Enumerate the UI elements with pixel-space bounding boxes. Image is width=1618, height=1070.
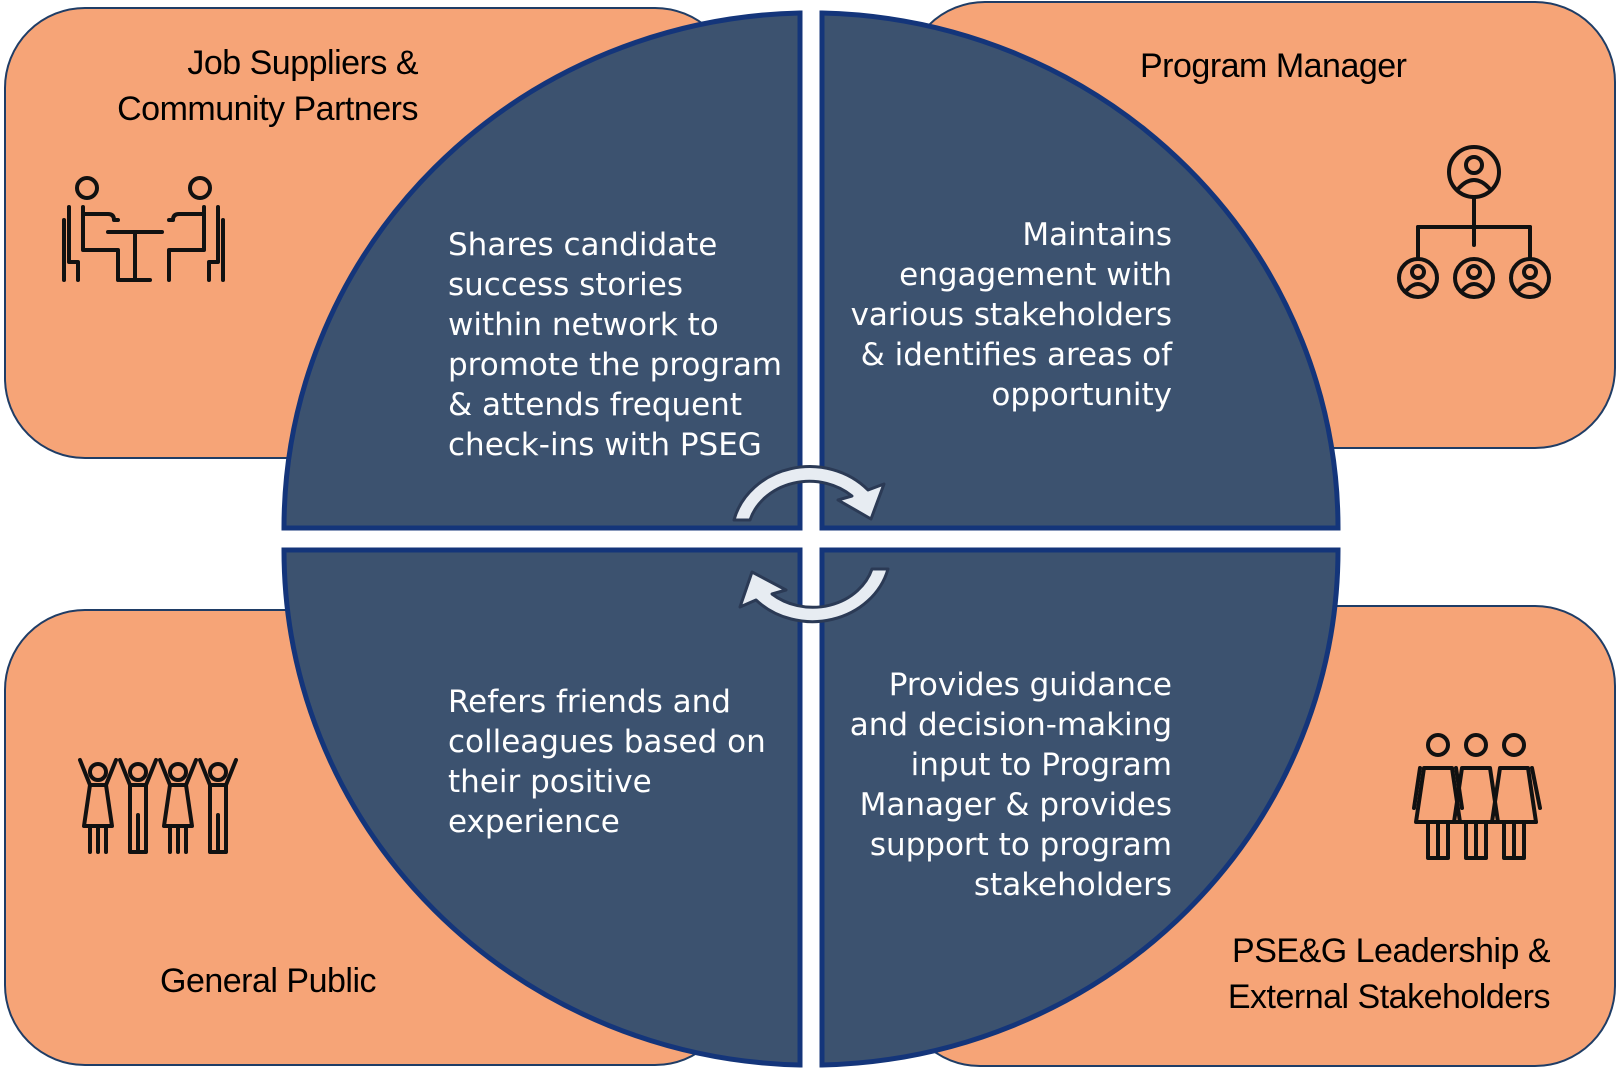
cheering-people-icon: [78, 758, 238, 854]
title-pseg-leadership: PSE&G Leadership & External Stakeholders: [1227, 932, 1551, 1016]
description-pseg-leadership: Provides guidance and decision-making in…: [849, 667, 1172, 903]
top-cycle-arrow: [732, 465, 886, 522]
description-program-manager: Maintains engagement with various stakeh…: [850, 217, 1172, 413]
org-chart-icon: [1397, 145, 1551, 299]
bottom-cycle-arrow: [738, 567, 890, 624]
description-general-public: Refers friends and colleagues based on t…: [448, 684, 766, 840]
quadrant-top-right: [819, 10, 1341, 531]
quadrant-bottom-left: [281, 547, 803, 1068]
meeting-at-table-icon: [62, 176, 225, 282]
description-job-suppliers: Shares candidate success stories within …: [448, 227, 783, 463]
title-program-manager: Program Manager: [1140, 47, 1407, 85]
quadrant-bottom-right: [819, 547, 1341, 1068]
quadrant-top-left: [281, 10, 803, 531]
group-of-people-icon: [1412, 733, 1542, 860]
cycle-arrows-icon: [732, 465, 890, 624]
title-job-suppliers: Job Suppliers & Community Partners: [117, 44, 418, 128]
title-general-public: General Public: [160, 962, 377, 1000]
